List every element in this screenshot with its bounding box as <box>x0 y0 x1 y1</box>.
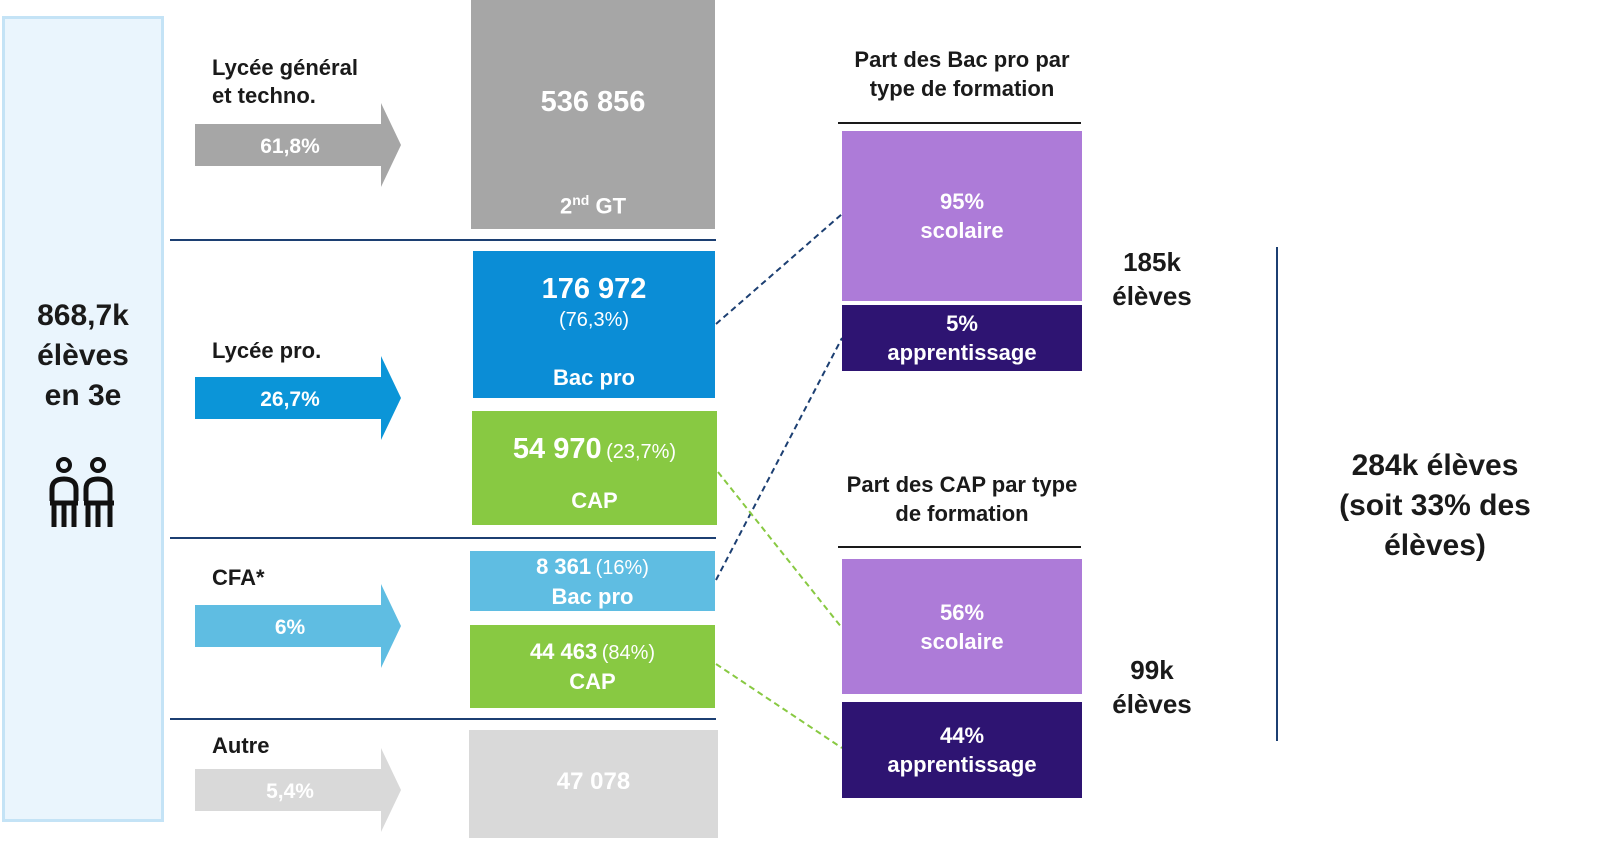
box-2nd-gt-label-main: 2 <box>559 193 573 219</box>
box-2nd-gt-label-sup: nd <box>572 192 590 208</box>
route-label-pro: Lycée pro. <box>212 338 322 363</box>
connector-cfa-bac-to-bac-split <box>715 337 843 581</box>
cap-split-title-line1: Part des CAP par type <box>846 472 1078 497</box>
people-icon <box>49 457 114 527</box>
box-autre: 47 078 <box>469 730 718 838</box>
total-students: 868,7k élèves en 3e <box>2 296 164 416</box>
bacpro-apprentissage-box: 5% apprentissage <box>842 305 1082 371</box>
arrow-general: 61,8% <box>195 103 401 187</box>
cap-scolaire-box: 56% scolaire <box>842 559 1082 694</box>
cap-apprentissage-box: 44% apprentissage <box>842 702 1082 798</box>
cap-split-title-line2: de formation <box>895 501 1029 526</box>
box-2nd-gt-value: 536 856 <box>540 86 646 118</box>
bacpro-split-title-line2: type de formation <box>869 76 1055 101</box>
route-label-cfa: CFA* <box>212 565 265 590</box>
box-cfa-bac-pro-value: 8 361 <box>536 554 592 579</box>
grand-total: 284k élèves (soit 33% des élèves) <box>1310 446 1560 566</box>
box-cfa-bac-pro-value-line: 8 361 (16%) <box>470 553 715 584</box>
box-2nd-gt-label-rest: GT <box>589 193 627 219</box>
bacpro-count: 185k élèves <box>1090 245 1214 313</box>
box-pro-cap-pct: (23,7%) <box>606 441 677 463</box>
grand-total-line2: (soit 33% des <box>1339 489 1531 522</box>
box-pro-bac-pro-pct: (76,3%) <box>558 309 630 331</box>
cap-split-title: Part des CAP par type de formation <box>812 470 1112 528</box>
arrow-pro: 26,7% <box>195 356 401 440</box>
bacpro-count-value: 185k <box>1123 247 1181 277</box>
total-unit: élèves <box>37 339 129 372</box>
cap-apprentissage-label: apprentissage <box>887 752 1037 777</box>
box-cfa-cap-value-line: 44 463 (84%) <box>470 638 715 669</box>
total-panel <box>2 16 164 822</box>
connector-cfa-cap-to-cap-split <box>715 663 843 749</box>
separator-pro-cfa <box>170 537 716 539</box>
box-cfa-bac-pro-label: Bac pro <box>551 584 634 609</box>
bacpro-split-title-line1: Part des Bac pro par <box>854 47 1070 72</box>
bacpro-scolaire-box: 95% scolaire <box>842 131 1082 301</box>
arrow-general-pct: 61,8% <box>260 135 320 158</box>
grand-total-bracket <box>1276 247 1278 741</box>
box-pro-cap-label: CAP <box>571 488 618 513</box>
box-pro-bac-pro-value: 176 972 <box>541 273 647 305</box>
box-2nd-gt: 536 856 2nd GT <box>471 0 715 229</box>
box-pro-cap: 54 970 (23,7%) CAP <box>472 411 717 525</box>
box-cfa-cap: 44 463 (84%) CAP <box>470 625 715 708</box>
arrow-cfa: 6% <box>195 584 401 668</box>
arrow-cfa-pct: 6% <box>275 616 306 639</box>
route-label-general-line1: Lycée général <box>212 55 358 80</box>
arrow-autre: 5,4% <box>195 748 401 832</box>
cap-split-rule <box>838 546 1081 548</box>
box-cfa-cap-value: 44 463 <box>529 639 598 664</box>
box-pro-cap-value: 54 970 <box>512 433 602 465</box>
cap-scolaire-label: scolaire <box>920 628 1004 654</box>
bacpro-split-rule <box>838 122 1081 124</box>
route-label-autre: Autre <box>212 733 270 758</box>
grand-total-line3: élèves) <box>1384 529 1486 562</box>
bacpro-apprentissage-pct: 5% <box>946 311 978 336</box>
bacpro-count-unit: élèves <box>1112 281 1192 311</box>
route-label-general-line2: et techno. <box>212 83 316 108</box>
grand-total-line1: 284k élèves <box>1351 449 1519 482</box>
box-pro-bac-pro-label: Bac pro <box>553 365 635 390</box>
arrow-pro-pct: 26,7% <box>260 388 320 411</box>
total-grade: en 3e <box>44 379 122 412</box>
bacpro-split-title: Part des Bac pro par type de formation <box>812 45 1112 103</box>
cap-count-value: 99k <box>1130 655 1174 685</box>
route-label-general: Lycée général et techno. <box>212 54 358 110</box>
bacpro-apprentissage-label: apprentissage <box>887 340 1037 365</box>
cap-count: 99k élèves <box>1090 653 1214 721</box>
box-cfa-bac-pro-pct: (16%) <box>595 557 649 579</box>
bacpro-scolaire-pct: 95% <box>939 189 985 214</box>
box-pro-cap-value-line: 54 970 (23,7%) <box>472 433 717 466</box>
separator-cfa-autre <box>170 718 716 720</box>
separator-general-pro <box>170 239 716 241</box>
box-autre-value: 47 078 <box>556 768 631 795</box>
box-cfa-cap-pct: (84%) <box>601 642 656 664</box>
arrow-autre-pct: 5,4% <box>266 780 314 803</box>
box-pro-bac-pro: 176 972 (76,3%) Bac pro <box>473 251 715 398</box>
connector-pro-bac-to-bac-split <box>715 213 843 325</box>
cap-count-unit: élèves <box>1112 689 1192 719</box>
cap-scolaire-pct: 56% <box>939 599 985 625</box>
connector-pro-cap-to-cap-split <box>717 471 843 629</box>
total-value: 868,7k <box>37 299 129 332</box>
bacpro-scolaire-label: scolaire <box>920 218 1004 243</box>
box-cfa-cap-label: CAP <box>569 669 616 694</box>
box-cfa-bac-pro: 8 361 (16%) Bac pro <box>470 551 715 611</box>
cap-apprentissage-pct: 44% <box>939 723 985 748</box>
box-2nd-gt-label: 2nd GT <box>471 192 715 219</box>
